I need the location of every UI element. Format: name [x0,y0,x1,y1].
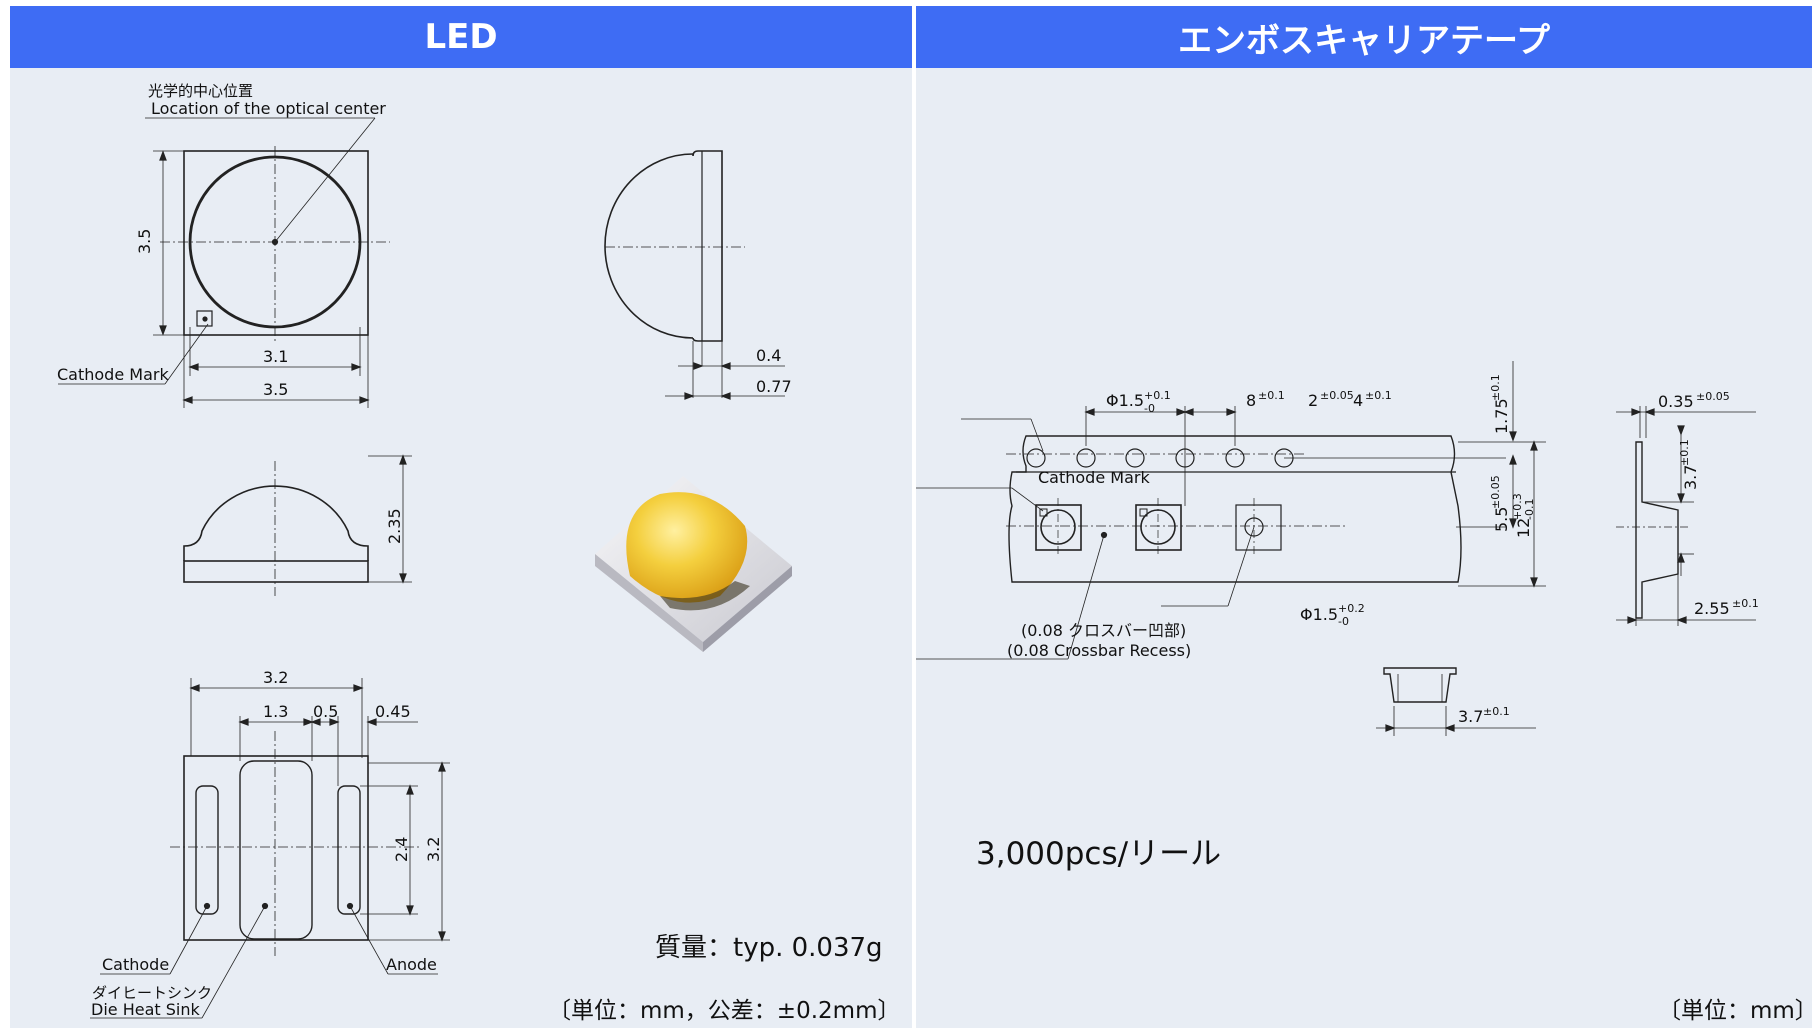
svg-text:±0.1: ±0.1 [1732,597,1759,610]
dim-bottom-3-2-right: 3.2 [424,837,443,862]
tape-panel: エンボスキャリアテープ [916,6,1812,1028]
svg-text:+0.3: +0.3 [1511,493,1524,520]
dim-1-75: 1.75 ±0.1 [1489,374,1511,434]
dim-front-2-35: 2.35 [385,508,404,544]
anode-label: Anode [386,955,437,974]
dim-bottom-0-45: 0.45 [375,702,411,721]
dim-top-3-5: 3.5 [263,380,288,399]
heat-sink-en: Die Heat Sink [91,1000,200,1019]
dim-phi1: Φ1.5 +0.1 -0 [1106,389,1171,415]
svg-text:±0.1: ±0.1 [1489,374,1502,401]
dim-2-55: 2.55 ±0.1 [1694,597,1759,618]
led-side-view [604,150,785,400]
tape-cathode-mark-label: Cathode Mark [1038,468,1150,487]
dim-pitch-8: 8 ±0.1 [1246,389,1285,410]
dim-bottom-3-2: 3.2 [263,668,288,687]
dim-top-3-5-side: 3.5 [135,229,154,254]
svg-text:3.7: 3.7 [1681,465,1700,490]
optical-center-en: Location of the optical center [151,99,386,118]
svg-text:12: 12 [1514,518,1533,538]
svg-text:5.5: 5.5 [1492,507,1511,532]
svg-text:±0.1: ±0.1 [1678,439,1691,466]
svg-text:8: 8 [1246,391,1256,410]
svg-text:±0.1: ±0.1 [1365,389,1392,402]
dim-3-7-side: 3.7 ±0.1 [1678,439,1700,490]
right-units-label: 〔単位：mm〕 [1658,998,1812,1024]
led-panel: LED [10,6,912,1028]
dim-3-7-pocket: 3.7 ±0.1 [1458,705,1510,726]
svg-text:±0.1: ±0.1 [1258,389,1285,402]
svg-text:±0.05: ±0.05 [1696,390,1730,403]
svg-text:Φ1.5: Φ1.5 [1300,605,1338,624]
cathode-mark-label: Cathode Mark [57,365,169,384]
svg-text:±0.05: ±0.05 [1489,475,1502,509]
dim-phi2: Φ1.5 +0.2 -0 [1300,602,1365,628]
tape-header: エンボスキャリアテープ [916,6,1812,68]
svg-text:-0: -0 [1144,402,1155,415]
optical-center-jp: 光学的中心位置 [148,82,253,100]
mass-label: 質量：typ. 0.037g [655,933,883,963]
reel-quantity: 3,000pcs/リール [976,836,1221,872]
svg-text:3.7: 3.7 [1458,707,1483,726]
left-units-label: 〔単位：mm，公差：±0.2mm〕 [548,998,900,1024]
crossbar-en: (0.08 Crossbar Recess) [1007,641,1191,660]
dim-pitch-2: 2 ±0.05 [1308,389,1354,410]
svg-text:Φ1.5: Φ1.5 [1106,391,1144,410]
svg-text:±0.1: ±0.1 [1483,705,1510,718]
svg-text:-0.1: -0.1 [1523,499,1536,520]
dim-side-0-4: 0.4 [756,346,781,365]
dim-bottom-1-3: 1.3 [263,702,288,721]
crossbar-jp: (0.08 クロスバー凹部) [1021,621,1186,640]
dim-5-5: 5.5 ±0.05 [1489,475,1511,532]
pocket-cross-section [1376,667,1536,736]
svg-text:+0.1: +0.1 [1144,389,1171,402]
svg-text:4: 4 [1353,391,1363,410]
svg-text:0.35: 0.35 [1658,392,1694,411]
dim-top-3-1: 3.1 [263,347,288,366]
dim-12: 12 +0.3 -0.1 [1511,493,1536,538]
svg-text:+0.2: +0.2 [1338,602,1365,615]
dim-bottom-0-5: 0.5 [313,702,338,721]
dim-pitch-4: 4 ±0.1 [1353,389,1392,410]
svg-text:-0: -0 [1338,615,1349,628]
carrier-tape-side-view [1616,406,1756,626]
led-product-image [595,476,792,652]
svg-text:2.55: 2.55 [1694,599,1730,618]
dim-0-35: 0.35 ±0.05 [1658,390,1730,411]
dim-bottom-2-4: 2.4 [392,837,411,862]
svg-text:2: 2 [1308,391,1318,410]
tape-drawings: Φ1.5 +0.1 -0 8 ±0.1 2 ±0.05 4 ±0.1 1.75 … [916,361,1812,1024]
led-top-view [58,117,390,408]
cathode-label: Cathode [102,955,169,974]
heat-sink-jp: ダイヒートシンク [92,984,212,1002]
dim-side-0-77: 0.77 [756,377,792,396]
led-bottom-view [90,678,450,1019]
led-front-view [183,454,412,596]
svg-text:1.75: 1.75 [1492,398,1511,434]
led-drawings: 光学的中心位置 Location of the optical center C… [57,82,900,1024]
led-header: LED [10,6,912,68]
svg-text:±0.05: ±0.05 [1320,389,1354,402]
